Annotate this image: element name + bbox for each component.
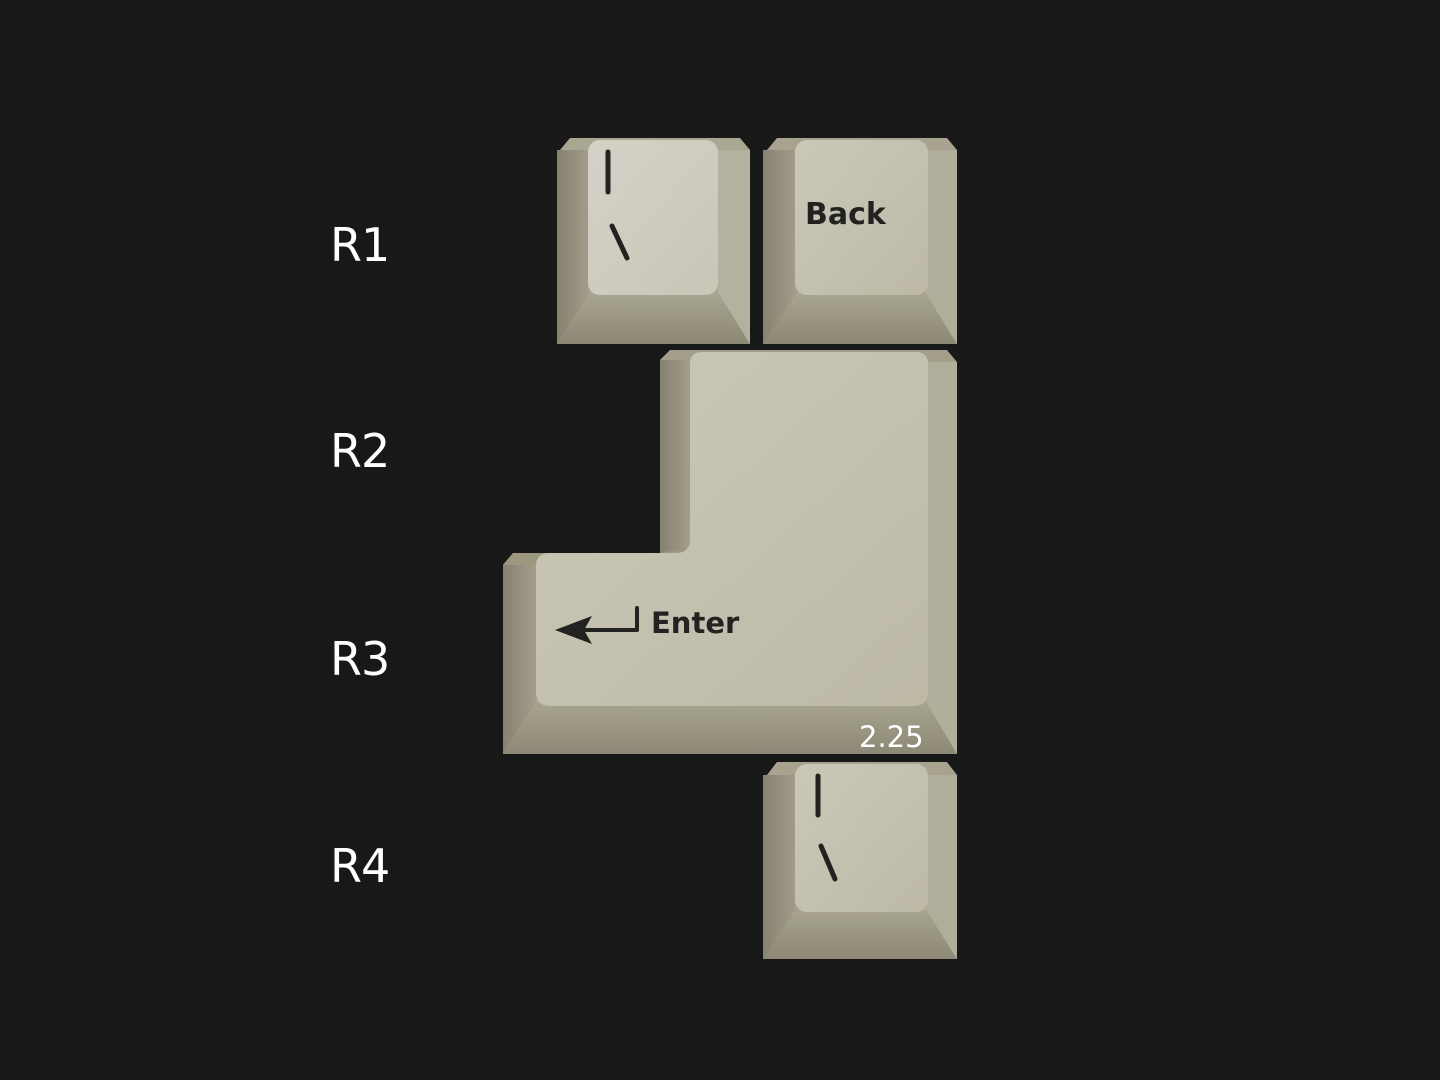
row-label-r2: R2 [330, 424, 390, 478]
back-legend: Back [805, 197, 887, 232]
keycap-front-wall [557, 292, 750, 344]
backslash-legend [818, 843, 838, 882]
keycap-left-wall [763, 775, 797, 959]
backslash-legend [609, 223, 630, 261]
keycap-upper-left-wall [660, 360, 690, 553]
keycap-top [795, 764, 928, 912]
keycap-backslash-r1 [557, 138, 750, 344]
keycap-front-wall [503, 700, 957, 754]
keycap-top [795, 140, 928, 295]
keycap-top [536, 352, 928, 706]
keycap-right-wall [925, 362, 957, 754]
row-label-r1: R1 [330, 218, 390, 272]
keycap-left-wall [557, 150, 590, 344]
keycap-right-wall [716, 150, 750, 344]
enter-legend: Enter [651, 606, 740, 640]
keycap-lower-left-wall [503, 565, 537, 754]
keycap-enter: Enter 2.25 [503, 350, 957, 754]
row-label-r4: R4 [330, 839, 390, 893]
keycap-top [588, 140, 718, 295]
keycap-right-wall [925, 775, 957, 959]
row-label-r3: R3 [330, 632, 390, 686]
keycap-left-wall [763, 150, 797, 344]
return-arrow-icon [555, 606, 639, 644]
keycap-backslash-r4 [763, 762, 957, 959]
keycap-front-wall [763, 292, 957, 344]
keycap-backspace: Back [763, 138, 957, 344]
keycap-right-wall [925, 150, 957, 344]
size-label: 2.25 [859, 720, 924, 754]
keycap-front-wall [763, 908, 957, 959]
